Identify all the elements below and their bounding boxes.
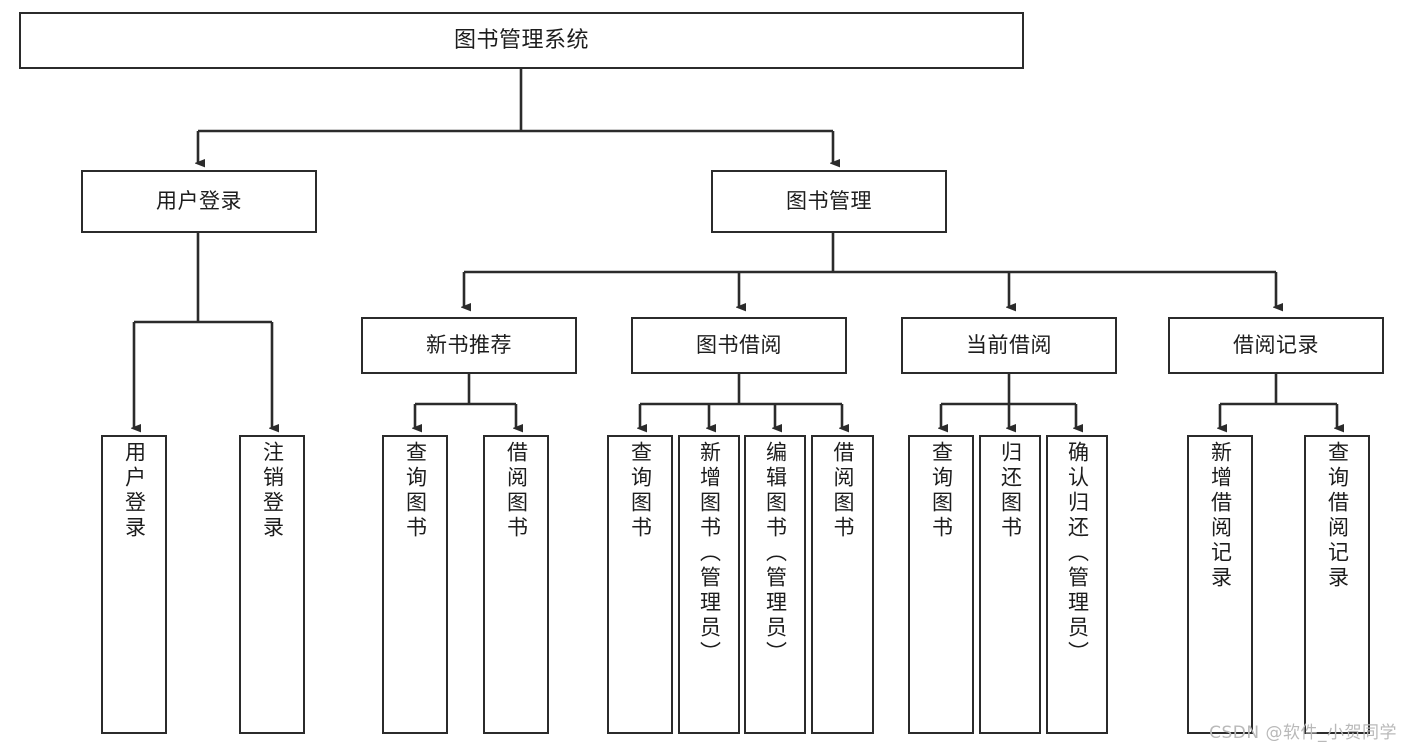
- node-current-borrow[interactable]: 当前借阅: [901, 317, 1117, 374]
- node-user-login[interactable]: 用户登录: [81, 170, 317, 233]
- leaf-query-book-3[interactable]: 查询图书: [908, 435, 974, 734]
- leaf-query-record[interactable]: 查询借阅记录: [1304, 435, 1370, 734]
- leaf-borrow-book-1-label: 借阅图书: [504, 441, 529, 541]
- node-new-book-recommend[interactable]: 新书推荐: [361, 317, 577, 374]
- node-root[interactable]: 图书管理系统: [19, 12, 1024, 69]
- leaf-query-book-3-label: 查询图书: [929, 441, 954, 541]
- node-new-book-recommend-label: 新书推荐: [426, 333, 512, 358]
- leaf-borrow-book-1[interactable]: 借阅图书: [483, 435, 549, 734]
- leaf-query-book-1[interactable]: 查询图书: [382, 435, 448, 734]
- leaf-confirm-return[interactable]: 确认归还（管理员）: [1046, 435, 1108, 734]
- leaf-confirm-return-label: 确认归还（管理员）: [1065, 441, 1090, 666]
- leaf-query-book-2[interactable]: 查询图书: [607, 435, 673, 734]
- node-root-label: 图书管理系统: [453, 27, 589, 53]
- leaf-add-book-label: 新增图书（管理员）: [697, 441, 722, 666]
- leaf-user-login-label: 用户登录: [122, 441, 147, 541]
- node-book-borrow[interactable]: 图书借阅: [631, 317, 847, 374]
- node-book-borrow-label: 图书借阅: [696, 333, 782, 358]
- node-book-manage-label: 图书管理: [786, 189, 872, 214]
- leaf-add-book[interactable]: 新增图书（管理员）: [678, 435, 740, 734]
- leaf-borrow-book-2[interactable]: 借阅图书: [811, 435, 874, 734]
- leaf-query-book-1-label: 查询图书: [403, 441, 428, 541]
- leaf-add-record-label: 新增借阅记录: [1208, 441, 1233, 591]
- leaf-user-logout-label: 注销登录: [260, 441, 285, 541]
- leaf-return-book-label: 归还图书: [998, 441, 1023, 541]
- leaf-add-record[interactable]: 新增借阅记录: [1187, 435, 1253, 734]
- node-current-borrow-label: 当前借阅: [966, 333, 1052, 358]
- leaf-borrow-book-2-label: 借阅图书: [831, 441, 855, 541]
- node-book-manage[interactable]: 图书管理: [711, 170, 947, 233]
- leaf-user-logout[interactable]: 注销登录: [239, 435, 305, 734]
- leaf-return-book[interactable]: 归还图书: [979, 435, 1041, 734]
- node-borrow-record[interactable]: 借阅记录: [1168, 317, 1384, 374]
- node-borrow-record-label: 借阅记录: [1233, 333, 1319, 358]
- csdn-watermark: CSDN @软件_小贺同学: [1209, 723, 1397, 743]
- leaf-query-record-label: 查询借阅记录: [1325, 441, 1350, 591]
- leaf-edit-book-label: 编辑图书（管理员）: [763, 441, 788, 666]
- leaf-query-book-2-label: 查询图书: [628, 441, 653, 541]
- node-user-login-label: 用户登录: [156, 189, 242, 214]
- leaf-edit-book[interactable]: 编辑图书（管理员）: [744, 435, 806, 734]
- leaf-user-login[interactable]: 用户登录: [101, 435, 167, 734]
